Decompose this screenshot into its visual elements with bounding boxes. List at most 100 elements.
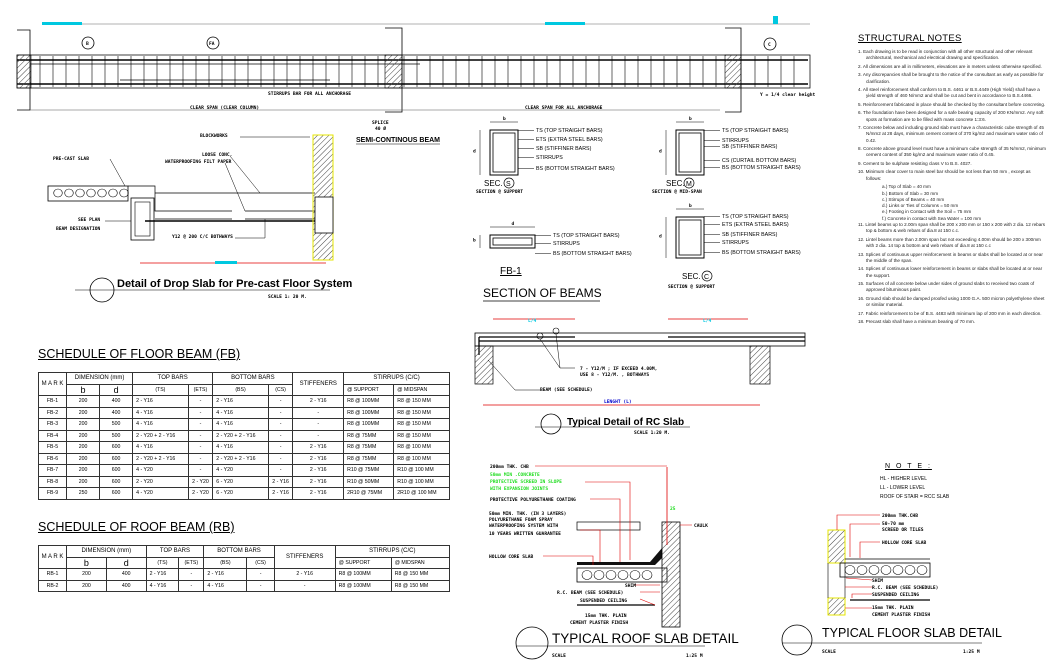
cell: 200 (65, 452, 101, 465)
hollow-core (605, 570, 617, 580)
roof-slab-title: TYPICAL ROOF SLAB DETAIL (552, 631, 739, 646)
header-cs: (CS) (246, 556, 275, 569)
hollow-core (617, 570, 629, 580)
cell: 2 - Y16 (292, 452, 345, 465)
cell: R8 @ 100MM (334, 568, 392, 581)
clear-span-label-2: CLEAR SPAN FOR ALL ANCHORAGE (525, 105, 603, 111)
header-bs: (BS) (203, 556, 248, 569)
cell: - (187, 464, 214, 477)
hollow-core (629, 570, 641, 580)
roof-plaster-label: 15mm THK. PLAIN (585, 613, 627, 619)
cell: R8 @ 75MM (343, 441, 395, 454)
cell: FB-6 (38, 452, 67, 465)
cell: - (267, 418, 294, 431)
cell: R8 @ 100 MM (393, 441, 450, 454)
header-d: d (99, 383, 134, 396)
hollow-core (119, 188, 129, 198)
cell: 400 (105, 568, 147, 581)
cell: 400 (99, 395, 134, 408)
hollow-core (904, 565, 916, 575)
note-item: 10. Minimum clear cover to main steel ba… (858, 169, 1031, 181)
header-ets: (ETS) (187, 383, 214, 396)
dim-d: d (473, 149, 476, 155)
note-item: 13. Splices of continuous upper reinforc… (858, 251, 1043, 263)
header-top: TOP BARS (132, 372, 214, 385)
note-item: 6. The foundation have been designed for… (858, 110, 1044, 122)
cell: 2 - Y16 (132, 395, 189, 408)
cell: 2 - Y16 (212, 395, 269, 408)
header-bs: (BS) (212, 383, 269, 396)
section-marker-c: C (768, 42, 771, 48)
cell: 200 (66, 579, 107, 592)
cell: 4 - Y16 (132, 406, 189, 419)
section-label: TS (TOP STRAIGHT BARS) (722, 214, 789, 220)
hollow-core (880, 565, 892, 575)
cell: 200 (65, 406, 101, 419)
floor-plaster-label: 15mm THK. PLAIN (872, 605, 914, 611)
section-label: STIRRUPS (722, 138, 749, 144)
cover-item: c.) Stirrups of Beams = 40 mm (882, 196, 945, 202)
cell: R8 @ 100MM (343, 395, 395, 408)
rc-bars-label-2: USE 8 - Y12/M. , BOTHWAYS (580, 372, 649, 378)
cell: 600 (99, 441, 134, 454)
header-dimension: DIMENSION (mm) (66, 545, 147, 558)
rc-slab-title: Typical Detail of RC Slab (567, 417, 684, 428)
section-label: ETS (EXTRA STEEL BARS) (722, 222, 789, 228)
hollow-core (856, 565, 868, 575)
cell: 200 (65, 395, 101, 408)
cell: 4 - Y16 (212, 418, 269, 431)
cell: 600 (99, 487, 134, 500)
note-item: 1. Each drawing is to be read in conjunc… (858, 49, 1033, 61)
section-outline (489, 129, 519, 176)
cell: - (246, 579, 275, 592)
cell: 200 (65, 429, 101, 442)
roof-foam-label-2: POLYURETHANE FOAM SPRAY (489, 517, 553, 523)
header-b: b (66, 556, 107, 569)
drop-slab-detail: BLOCKWORKS LOOSE CONC. WATERPROOFING FIL… (47, 133, 353, 303)
cell: 2 - Y20 + 2 - Y16 (212, 429, 269, 442)
hollow-core (86, 188, 96, 198)
cell: 600 (99, 475, 134, 488)
section-of-beams-title: SECTION OF BEAMS (483, 286, 602, 300)
floor-chb-label: 200mm THK.CHB (882, 513, 918, 519)
note-item: 5. Reinforcement fabricated in place sho… (858, 101, 1046, 107)
floor-hollow-core-label: HOLLOW CORE SLAB (882, 540, 926, 546)
drop-slab-title: Detail of Drop Slab for Pre-cast Floor S… (117, 278, 353, 290)
cell: R8 @ 100 MM (393, 452, 450, 465)
note-item: HL - HIGHER LEVEL (880, 476, 928, 482)
cell: - (246, 568, 275, 581)
rc-beam-label: BEAM (SEE SCHEDULE) (540, 387, 593, 393)
cell: FB-2 (38, 406, 67, 419)
cover-item: b.) Bottom of Slab = 30 mm (882, 190, 939, 196)
l4-dim-right: L/4 (703, 318, 712, 324)
roof-screed-label: 50mm MIN .CONCRETE (490, 472, 540, 478)
note-item: 11. Lintel beams up to 2.00m span shall … (858, 222, 1046, 234)
hollow-core (108, 188, 118, 198)
roof-foam-label-4: 10 YEARS WRITTEN GUARANTEE (489, 531, 561, 537)
roof-scale-value: 1:25 M (686, 653, 703, 659)
header-mark: M A R K (38, 372, 67, 396)
section-c-mark: C (704, 274, 709, 281)
header-mark: M A R K (38, 545, 67, 569)
floor-scale-value: 1:25 M (963, 649, 980, 655)
cell: - (292, 406, 345, 419)
structural-notes: STRUCTURAL NOTES 1. Each drawing is to b… (858, 33, 1046, 328)
cell: 2R10 @ 75MM (343, 487, 395, 500)
y12-label: Y12 @ 200 C/C BOTHWAYS (172, 234, 233, 240)
cell: - (267, 452, 294, 465)
section-label: TS (TOP STRAIGHT BARS) (553, 233, 620, 239)
header-d: d (105, 556, 147, 569)
cell: R8 @ 100MM (334, 579, 392, 592)
precast-slab-label: PRE-CAST SLAB (53, 156, 89, 162)
cell: FB-8 (38, 475, 67, 488)
cell: 4 - Y16 (212, 441, 269, 454)
cell: FB-9 (38, 487, 67, 500)
cell: 200 (65, 418, 101, 431)
cell: 2 - Y16 (267, 475, 294, 488)
cell: R8 @ 75MM (343, 429, 395, 442)
section-m-mark: M (686, 181, 692, 188)
